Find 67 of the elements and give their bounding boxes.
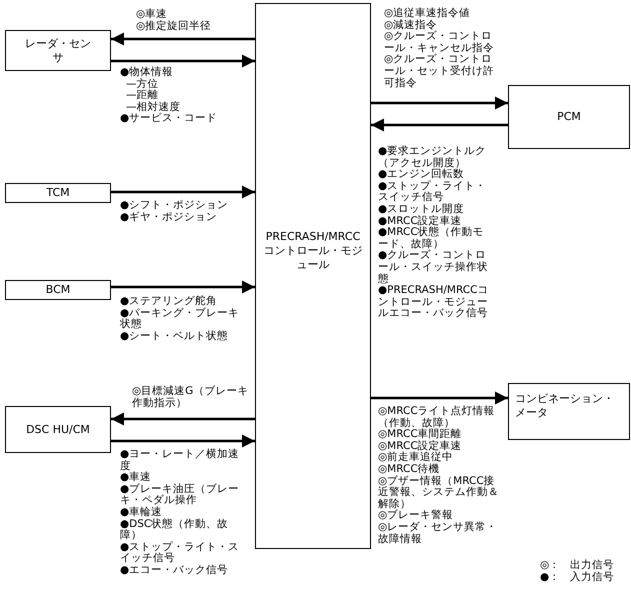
signal-label: ●物体情報 [120, 67, 174, 78]
signal-label: ◎MRCC待機 [378, 464, 441, 475]
node-label: PCM [557, 110, 581, 124]
node-label: PRECRASH/MRCCコントロール・モジュール [262, 230, 364, 272]
signal-label: ●ストップ・ライト・スイッチ信号 [378, 180, 488, 204]
signal-label: ●ヨー・レート／横加速度 [120, 449, 240, 472]
arrow [111, 186, 255, 198]
control-module-box [255, 3, 371, 549]
signal-label: ◎追従車速指令値 [384, 8, 472, 19]
signal-label: ◎目標減速G（ブレーキ作動指示） [132, 386, 250, 410]
unit-box [508, 85, 630, 149]
signal-label: ●車速 [120, 472, 152, 484]
signal-label: ◎レーダ・センサ異常・故障情報 [378, 522, 498, 546]
signal-label: ◎MRCC車間距離 [378, 429, 463, 440]
signal-label: ●MRCC状態（作動モード、故障） [378, 227, 485, 250]
arrow [371, 118, 508, 132]
legend-text: 出力信号 [570, 560, 614, 571]
node-label: レーダ・センサ [24, 36, 92, 64]
signal-label: ●要求エンジントルク（アクセル開度） [378, 146, 488, 169]
arrow [371, 96, 508, 110]
unit-box [5, 183, 111, 203]
signal-label: ●ブレーキ油圧（ブレーキ・ペダル操作 [120, 484, 240, 506]
signal-label: —方位 [125, 78, 160, 90]
signal-label: ●エコー・バック信号 [120, 564, 230, 577]
signal-label: —距離 [125, 90, 158, 102]
signal-label: ●シフト・ポジション [120, 200, 230, 212]
arrow [111, 280, 255, 294]
signal-label: ●シート・ベルト状態 [120, 330, 230, 342]
signal-label: ◎MRCC設定車速 [378, 440, 463, 452]
legend-text: ◎： [540, 560, 560, 572]
arrow [111, 54, 255, 68]
signal-label: ◎クルーズ・コントロール・キャンセル指令 [384, 31, 495, 54]
signal-label: ●サービス・コード [120, 113, 218, 125]
unit-box [5, 30, 111, 71]
node-label: BCM [46, 283, 70, 297]
signal-label: ◎ブザー情報（MRCC接近警報、システム作動＆解除） [378, 476, 500, 510]
signal-label: ●MRCC設定車速 [378, 216, 462, 227]
signal-label: ●ギヤ・ポジション [120, 212, 218, 224]
signal-label: ●DSC状態（作動、故障） [120, 518, 230, 542]
signal-label: ●ステアリング舵角 [120, 296, 218, 307]
signal-label: ◎MRCCライト点灯情報（作動、故障） [378, 406, 496, 429]
legend-text: 入力信号 [570, 572, 614, 584]
signal-label: ●車輪速 [120, 506, 164, 518]
unit-box [5, 280, 111, 300]
node-label: TCM [46, 186, 70, 200]
signal-label: —相対速度 [125, 102, 182, 113]
unit-box [5, 406, 111, 453]
signal-label: ◎クルーズ・コントロール・セット受付け許可指令 [384, 54, 495, 90]
signal-label: ●クルーズ・コントロール・スイッチ操作状態 [378, 250, 489, 285]
signal-label: ◎車速 [136, 9, 168, 20]
arrow [371, 392, 508, 404]
signal-label: ◎ブレーキ警報 [378, 510, 454, 522]
signal-label: ●ストップ・ライト・スイッチ信号 [120, 542, 240, 564]
signal-label: ●エンジン回転数 [378, 169, 466, 180]
node-label: コンビネーション・メータ [515, 392, 615, 420]
signal-label: ◎前走車追従中 [378, 452, 454, 464]
signal-label: ●スロットル開度 [378, 204, 466, 215]
signal-label: ●PRECRASH/MRCCコントロール・モジュールエコー・バック信号 [378, 285, 490, 320]
signal-label: ●パーキング・ブレーキ状態 [120, 308, 240, 330]
legend-text: ●： [540, 572, 560, 584]
arrow [111, 32, 255, 46]
node-label: DSC HU/CM [26, 422, 90, 436]
unit-box [508, 383, 630, 440]
arrow [111, 434, 255, 448]
arrow [111, 412, 255, 426]
signal-label: ◎推定旋回半径 [136, 20, 212, 32]
signal-label: ◎減速指令 [384, 20, 438, 31]
